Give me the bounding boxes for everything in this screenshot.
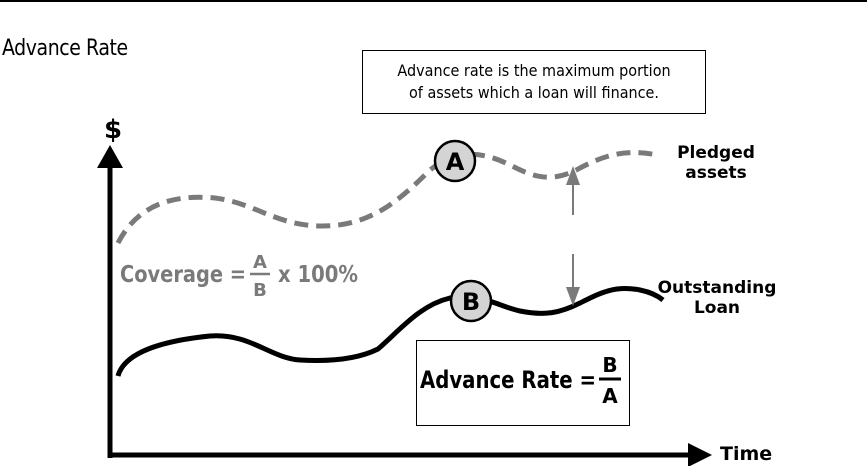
note-line-2: of assets which a loan will finance. — [408, 83, 660, 102]
coverage-denominator: B — [253, 280, 267, 301]
outstanding-loan-line — [115, 285, 665, 377]
marker-a-label: A — [446, 148, 465, 176]
gap-arrow-down-head — [566, 287, 580, 306]
x-axis-label: Time — [720, 443, 772, 465]
advance-rate-denominator: A — [602, 384, 618, 408]
pledged-assets-label-line-2: assets — [685, 163, 746, 183]
outstanding-loan-label-line-1: Outstanding — [658, 278, 777, 298]
coverage-prefix: Coverage = — [120, 262, 246, 288]
marker-b-label: B — [462, 288, 480, 316]
y-axis-label: $ — [104, 115, 122, 145]
coverage-numerator: A — [253, 252, 267, 273]
marker-a-circle — [433, 139, 477, 183]
definition-note-box: Advance rate is the maximum portion of a… — [362, 50, 706, 114]
note-line-1: Advance rate is the maximum portion — [397, 61, 671, 80]
advance-rate-numerator: B — [602, 353, 617, 377]
advance-rate-formula-box — [416, 340, 630, 426]
page-title: Advance Rate — [2, 36, 128, 61]
outstanding-loan-label-line-2: Loan — [694, 298, 740, 318]
y-axis-arrowhead — [97, 145, 123, 168]
advance-rate-formula: Advance Rate = B A — [420, 353, 621, 408]
coverage-formula: Coverage = A B x 100% — [120, 252, 358, 301]
marker-b-circle — [449, 279, 493, 323]
top-rule — [0, 0, 867, 2]
advance-rate-prefix: Advance Rate = — [420, 366, 596, 394]
x-axis-arrowhead — [688, 443, 712, 466]
pledged-assets-line — [115, 150, 659, 245]
pledged-assets-label-line-1: Pledged — [677, 143, 755, 163]
gap-arrow-up-head — [566, 166, 580, 185]
coverage-suffix: x 100% — [278, 262, 358, 288]
